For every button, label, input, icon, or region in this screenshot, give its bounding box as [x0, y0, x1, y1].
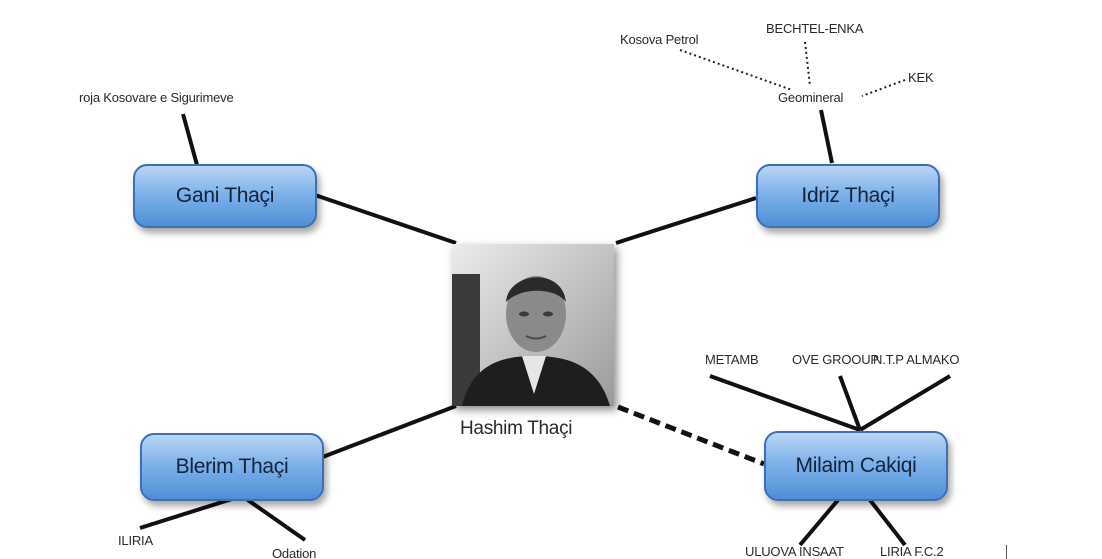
node-gani-thaci[interactable]: Gani Thaçi — [133, 164, 317, 228]
link-blerim-iliria — [139, 496, 236, 530]
label-ulluova-insaat: ULUOVA INSAAT — [745, 544, 844, 559]
label-iliria: ILIRIA — [118, 533, 153, 548]
link-gani-sigurimeve — [181, 113, 199, 166]
label-liria: LIRIA F.C.2 — [880, 544, 944, 559]
link-center-idriz — [615, 196, 757, 245]
link-center-milaim — [617, 404, 765, 467]
link-idriz-geomineral — [819, 109, 834, 164]
label-sigurimeve: roja Kosovare e Sigurimeve — [79, 90, 234, 105]
link-geo-kek — [861, 79, 906, 97]
link-center-blerim — [319, 404, 457, 460]
node-label: Idriz Thaçi — [801, 184, 895, 207]
link-milaim-ntp — [858, 374, 952, 432]
label-kosova-petrol: Kosova Petrol — [620, 32, 699, 47]
link-center-gani — [314, 193, 457, 245]
label-bechtel-enka: BECHTEL-ENKA — [766, 21, 864, 36]
label-metamb: METAMB — [705, 352, 759, 367]
link-geo-bechtel — [804, 41, 811, 87]
hashim-thaci-photo — [452, 244, 614, 406]
center-caption: Hashim Thaçi — [460, 418, 573, 439]
frame-edge-line — [1006, 545, 1007, 559]
link-milaim-ulluova — [798, 498, 840, 547]
label-odation: Odation — [272, 546, 317, 559]
link-blerim-odation — [243, 496, 307, 542]
link-geo-kosovapetrol — [679, 49, 793, 91]
node-label: Gani Thaçi — [175, 184, 275, 207]
label-geomineral: Geomineral — [778, 90, 844, 105]
label-ove-group: OVE GROOUP — [792, 352, 879, 367]
label-kek: KEK — [908, 70, 934, 85]
link-milaim-metamb — [709, 374, 861, 432]
node-milaim-cakiqi[interactable]: Milaim Cakiqi — [764, 431, 948, 501]
person-portrait-icon — [452, 244, 614, 406]
link-milaim-ove — [838, 375, 862, 431]
node-blerim-thaci[interactable]: Blerim Thaçi — [140, 433, 324, 501]
node-idriz-thaci[interactable]: Idriz Thaçi — [756, 164, 940, 228]
node-label: Blerim Thaçi — [175, 455, 289, 478]
label-ntp-almako: N.T.P ALMAKO — [873, 352, 960, 367]
link-milaim-liria — [868, 498, 907, 547]
node-label: Milaim Cakiqi — [795, 454, 917, 477]
